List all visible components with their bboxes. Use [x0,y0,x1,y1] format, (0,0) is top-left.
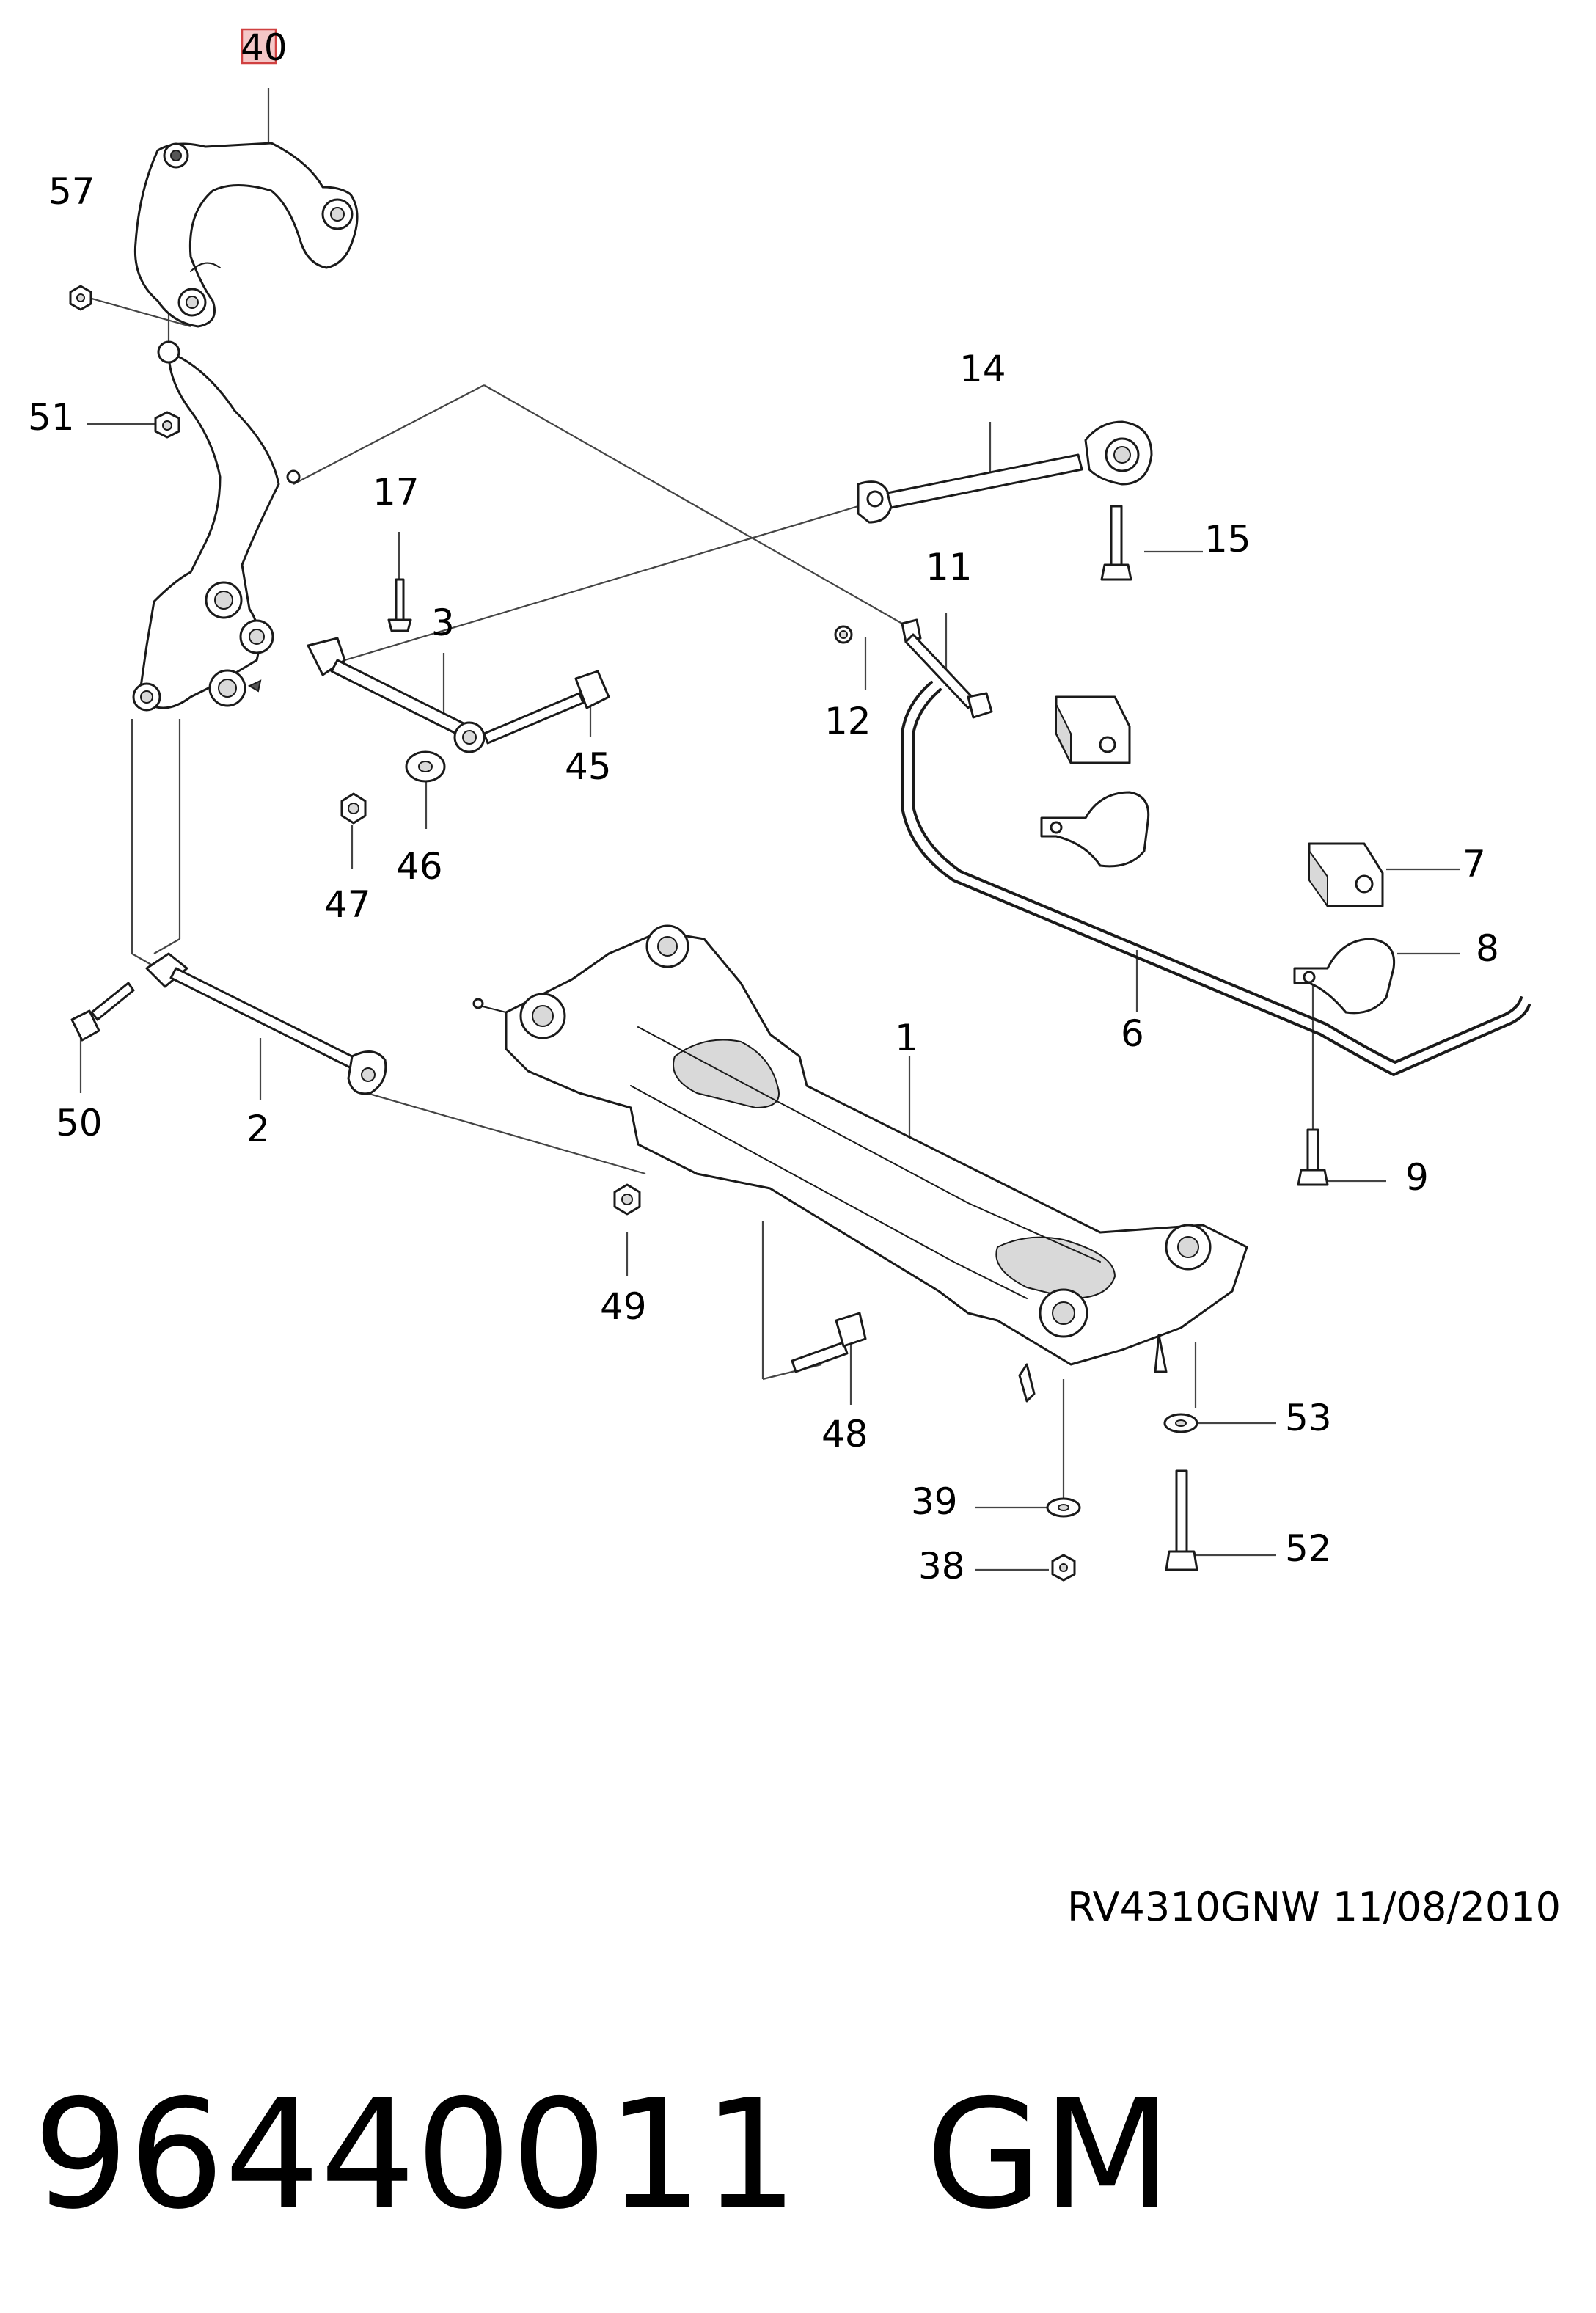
bolt-52 [1165,1469,1198,1571]
callout-highlight-box [241,28,277,65]
callout-53: 53 [1285,1397,1332,1439]
bushing-7 [1308,842,1384,909]
part-number: 96440011 [33,2068,798,2243]
callout-51: 51 [28,396,75,439]
callout-15: 15 [1204,518,1251,560]
callout-12: 12 [824,700,871,742]
callout-6: 6 [1121,1012,1144,1055]
bolt-17 [387,578,412,632]
washer-39 [1046,1497,1081,1518]
drawing-code: RV4310GNW 11/08/2010 [1067,1884,1561,1930]
bolt-50 [70,982,135,1042]
callout-17: 17 [373,471,420,514]
callout-11: 11 [926,546,973,588]
washer-53 [1163,1413,1198,1433]
leader-lines [79,88,1460,1571]
callout-40: 40 [241,26,288,69]
callout-8: 8 [1476,927,1499,970]
nut-47 [340,792,367,825]
steering-knuckle [132,340,301,712]
washer-46 [405,750,446,783]
bolt-9 [1297,1128,1329,1186]
bolt-45 [483,670,610,745]
bracket-upper [1040,791,1150,868]
nut-57 [69,285,92,311]
callout-46: 46 [396,845,443,888]
bolt-15 [1100,505,1132,581]
callout-57: 57 [48,170,95,213]
trailing-rod-2 [145,952,387,1095]
lower-link-3 [247,637,486,753]
bolt-48 [791,1312,867,1373]
bushing-upper [1055,695,1131,764]
callout-50: 50 [56,1102,103,1144]
nut-38 [1051,1554,1076,1582]
bracket-8 [1293,938,1396,1015]
nut-12 [834,625,853,644]
callout-14: 14 [959,348,1006,390]
nut-51 [154,411,180,439]
callout-47: 47 [324,883,371,926]
callout-3: 3 [431,602,455,644]
callout-labels: 40 57 51 14 15 17 3 11 12 45 46 47 7 8 6… [28,26,1499,1587]
callout-1: 1 [895,1017,918,1059]
callout-38: 38 [918,1545,965,1587]
callout-2: 2 [246,1108,270,1150]
callout-9: 9 [1405,1156,1429,1199]
callout-39: 39 [911,1480,958,1523]
callout-48: 48 [821,1413,868,1455]
callout-49: 49 [600,1285,647,1328]
upper-control-arm [133,142,359,328]
upper-link-14 [857,420,1153,524]
callout-52: 52 [1285,1527,1332,1570]
brand-name: GM [926,2068,1172,2243]
callout-7: 7 [1463,843,1486,885]
rear-crossmember-1 [472,924,1248,1403]
callout-45: 45 [565,745,612,788]
stabilizer-bar-6 [901,681,1531,1076]
nut-49 [613,1183,641,1216]
